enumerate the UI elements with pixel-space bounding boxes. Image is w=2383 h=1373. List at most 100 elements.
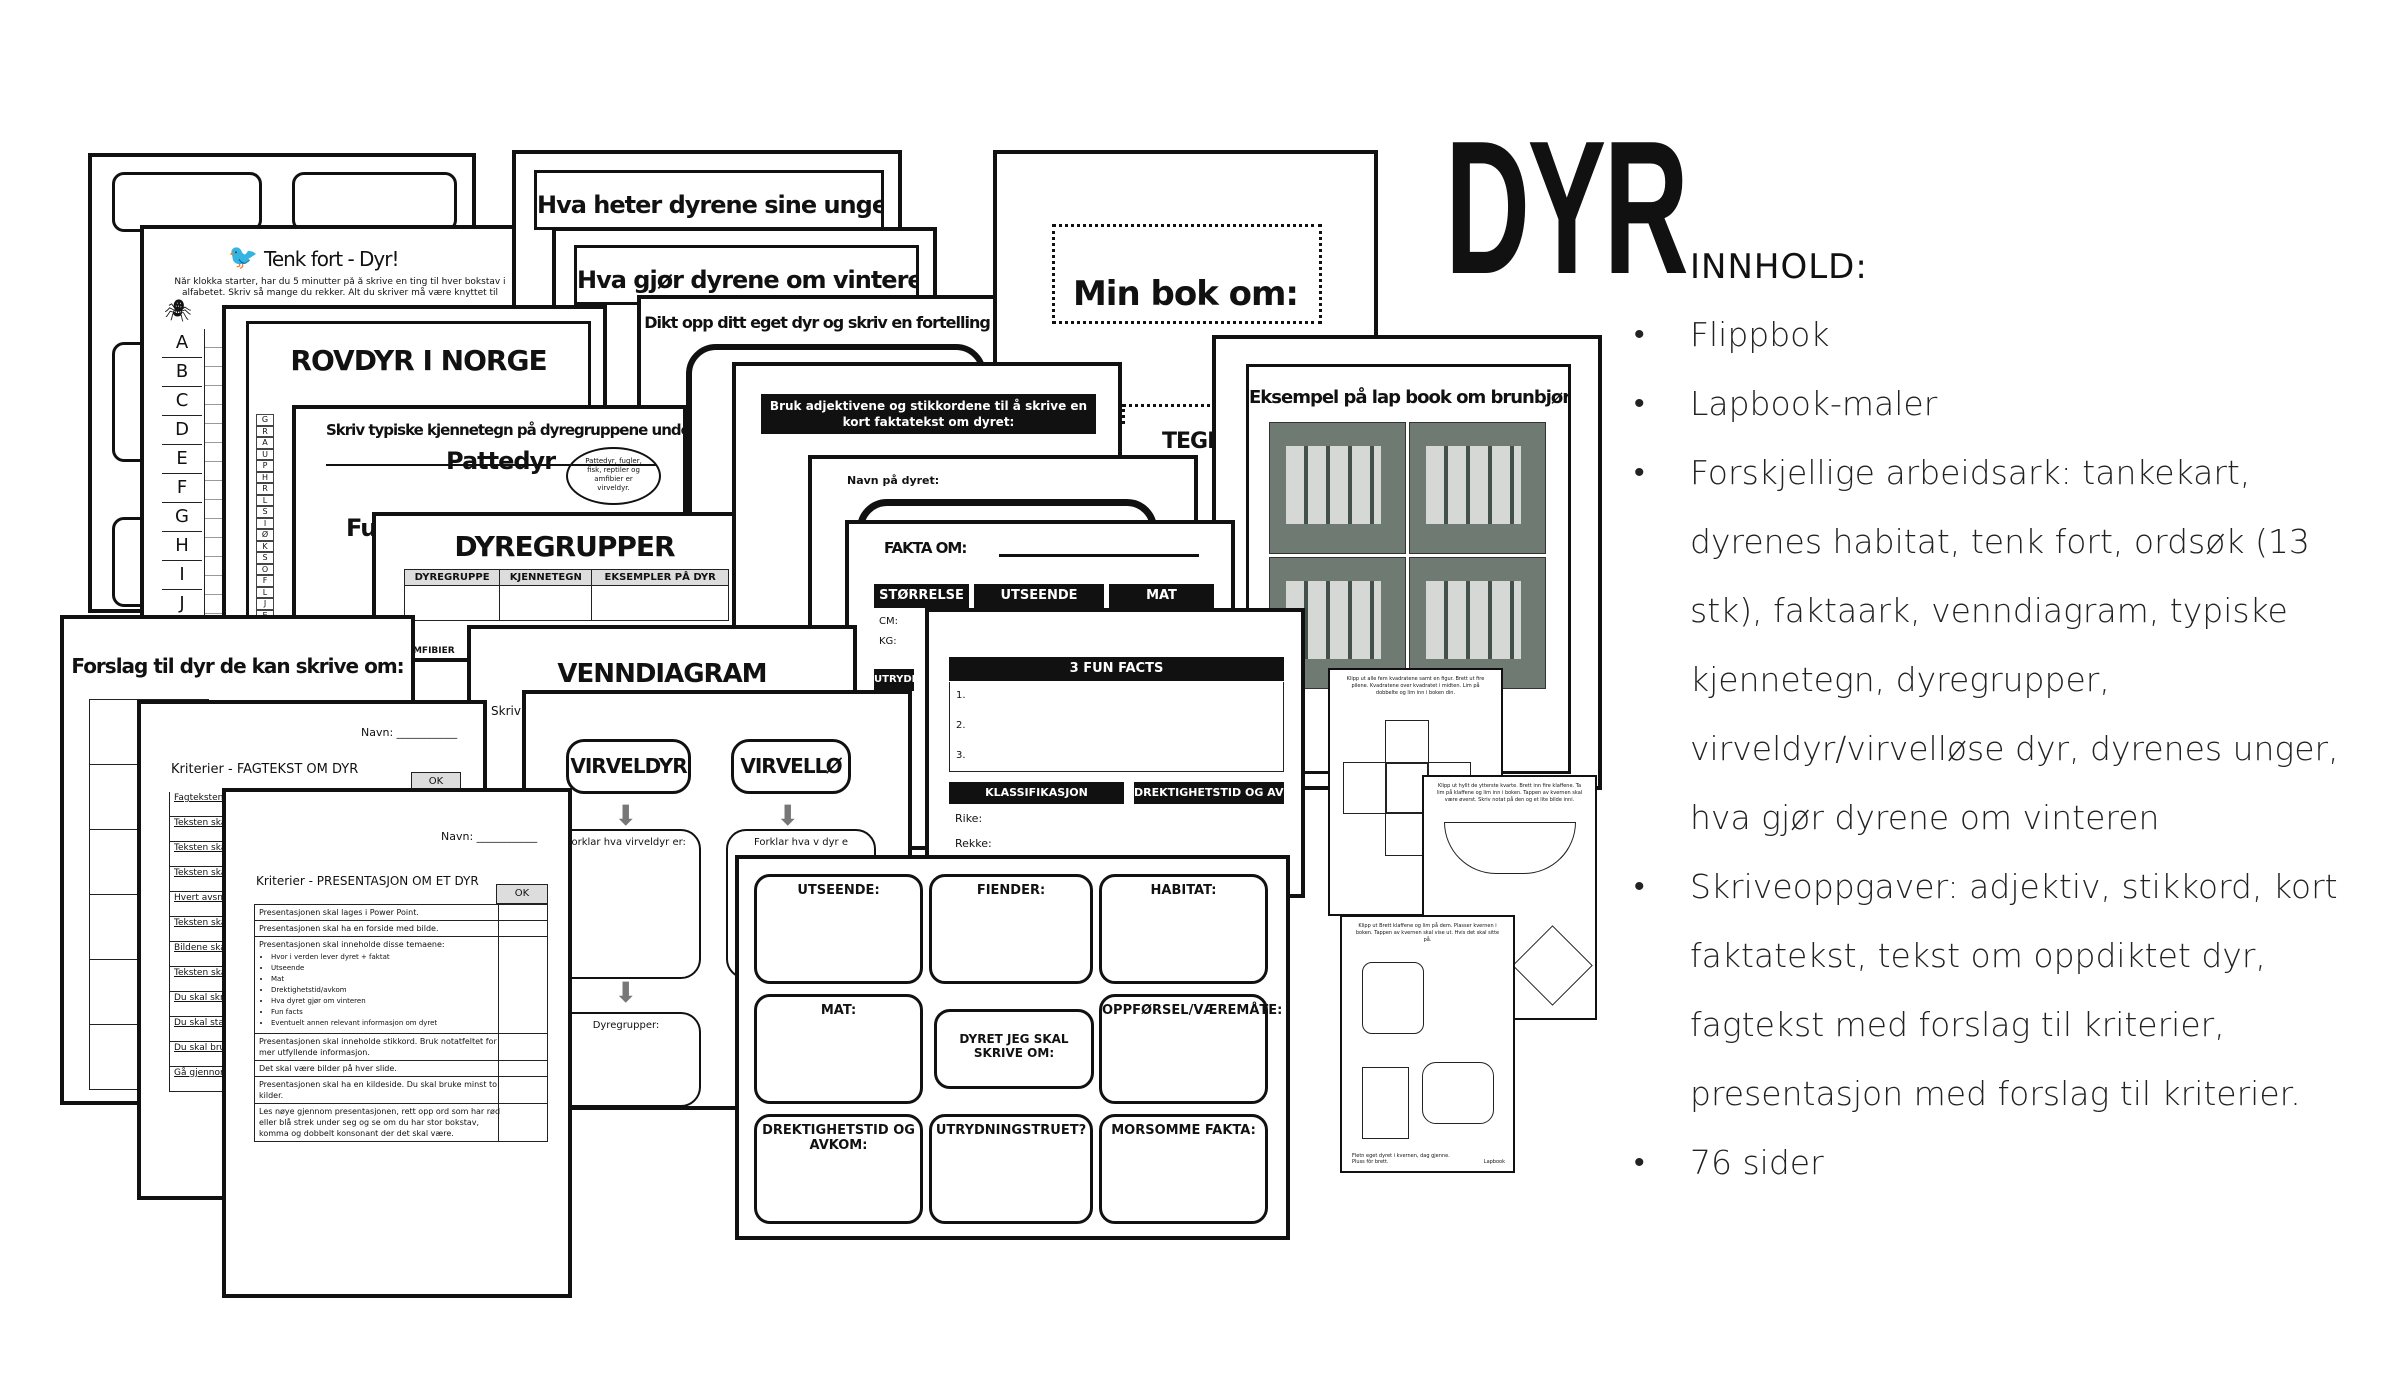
mindmap-box: OPPFØRSEL/VÆREMÅTE: xyxy=(1099,994,1282,1104)
alphabet-letter: C xyxy=(162,387,202,416)
sheet-title: Min bok om: xyxy=(1072,274,1299,314)
sheet-presentasjon: Navn: ___________ Kriterier - PRESENTASJ… xyxy=(222,788,572,1298)
bracket-line xyxy=(326,464,656,466)
criteria-list: Presentasjonen skal lages i Power Point.… xyxy=(254,904,548,1142)
mindmap-box: MORSOMME FAKTA: xyxy=(1099,1114,1268,1224)
criteria-row: Les nøye gjennom presentasjonen, rett op… xyxy=(255,1104,547,1142)
fact-number: 2. xyxy=(956,720,966,731)
ok-header: OK xyxy=(496,884,548,904)
sheet-title: Hva gjør dyrene om vinteren? xyxy=(577,266,919,294)
mindmap-box: UTSEENDE: xyxy=(754,874,923,984)
name-field: Navn: ___________ xyxy=(441,830,538,843)
template-footer: Fletn eget dyret i kvernen, dag gjenne. … xyxy=(1352,1153,1450,1165)
sheet-title: DYREGRUPPER xyxy=(454,530,675,563)
grid-letter: I xyxy=(256,517,274,529)
topic-item: Mat xyxy=(271,974,507,985)
grid-letter: H xyxy=(256,471,274,483)
sheet-title: 3 FUN FACTS xyxy=(949,657,1284,681)
arrow-down-icon: ⬇ xyxy=(614,976,638,1009)
list-item: Forskjellige arbeidsark: tankekart, dyre… xyxy=(1630,438,2370,852)
lapbook-photo xyxy=(1409,422,1546,554)
box-prompt: Forklar hva virveldyr er: xyxy=(566,837,686,848)
contents-list: Flippbok Lapbook-maler Forskjellige arbe… xyxy=(1630,300,2370,1197)
sheet-title: Bruk adjektivene og stikkordene til å sk… xyxy=(761,394,1096,434)
mindmap-box: MAT: xyxy=(754,994,923,1104)
flap xyxy=(292,172,457,232)
topic-item: Hvor i verden lever dyret + faktat xyxy=(271,952,507,963)
title-rule xyxy=(999,554,1199,557)
sheet-title: FAKTA OM: xyxy=(884,539,967,557)
instruction-text: Skriv xyxy=(491,704,521,718)
column-header: KJENNETEGN xyxy=(499,569,593,586)
group-label: Pattedyr xyxy=(446,447,556,475)
sheet-title: Dikt opp ditt eget dyr og skriv en forte… xyxy=(644,313,991,332)
column-header: STØRRELSE xyxy=(874,584,969,608)
grid-letter: F xyxy=(256,575,274,587)
alphabet-letter: E xyxy=(162,445,202,474)
word-search-column: GRAUPHRLSIØKSOFLJERBLY xyxy=(256,414,274,631)
flap xyxy=(112,172,262,232)
mindmap-box: DREKTIGHETSTID OG AVKOM: xyxy=(754,1114,923,1224)
grid-letter: S xyxy=(256,506,274,518)
sheet-title: Forslag til dyr de kan skrive om: xyxy=(71,654,404,678)
alphabet-letter: D xyxy=(162,416,202,445)
column-header: MAT xyxy=(1109,584,1214,608)
ok-cell xyxy=(498,1104,547,1141)
ok-cell xyxy=(498,921,547,936)
grid-letter: U xyxy=(256,448,274,460)
dotted-frame xyxy=(1052,224,1322,324)
criteria-row: Presentasjonen skal ha en kildeside. Du … xyxy=(255,1077,547,1104)
fact-number: 1. xyxy=(956,690,966,701)
grid-letter: A xyxy=(256,437,274,449)
row-label: Rike: xyxy=(955,812,983,825)
criteria-text: Presentasjonen skal inneholde stikkord. … xyxy=(259,1037,497,1057)
alphabet-letter: I xyxy=(162,561,202,590)
fact-number: 3. xyxy=(956,750,966,761)
criteria-row: Presentasjonen skal inneholde stikkord. … xyxy=(255,1034,547,1061)
topic-item: Fun facts xyxy=(271,1007,507,1018)
contents-heading: INNHOLD: xyxy=(1690,247,1868,287)
mindmap-box: FIENDER: xyxy=(929,874,1093,984)
criteria-row: Det skal være bilder på hver slide. xyxy=(255,1061,547,1077)
box-prompt: Dyregrupper: xyxy=(592,1020,660,1031)
fold-square xyxy=(1343,762,1387,814)
template-instructions: Klipp ut Brett klaffene og lim på dem. P… xyxy=(1355,923,1500,943)
box-prompt: Forklar hva v dyr e xyxy=(754,837,848,848)
spider-icon: 🕷 xyxy=(164,299,192,324)
page-title: DYR xyxy=(1445,102,1689,314)
mindmap-box: UTRYDNINGSTRUET? xyxy=(929,1114,1093,1224)
brand-label: Lapbook xyxy=(1483,1159,1505,1165)
topic-item: Hva dyret gjør om vinteren xyxy=(271,996,507,1007)
pocket-shape xyxy=(1362,1067,1409,1139)
column-header: UTSEENDE xyxy=(974,584,1104,608)
row-label: AMFIBIER xyxy=(406,646,455,656)
alphabet-letter: F xyxy=(162,474,202,503)
template-instructions: Klipp ut alle fem kvadratene samt en fig… xyxy=(1346,676,1485,696)
list-item: 76 sider xyxy=(1630,1128,2370,1197)
criteria-text: Presentasjonen skal inneholde disse tema… xyxy=(259,940,445,949)
criteria-text: Presentasjonen skal ha en kildeside. Du … xyxy=(259,1080,498,1100)
grid-letter: P xyxy=(256,460,274,472)
table-header: DYREGRUPPE KJENNETEGN EKSEMPLER PÅ DYR xyxy=(403,569,729,586)
grid-letter: O xyxy=(256,563,274,575)
ok-cell xyxy=(498,905,547,920)
template-instructions: Klipp ut hyllt de ytterste kvarte. Brett… xyxy=(1436,783,1583,803)
column-header: DYREGRUPPE xyxy=(403,569,501,586)
mindmap-box: HABITAT: xyxy=(1099,874,1268,984)
grid-letter: J xyxy=(256,598,274,610)
sheet-lapbook: Eksempel på lap book om brunbjørn xyxy=(1212,335,1602,790)
criteria-text: Presentasjonen skal lages i Power Point. xyxy=(259,908,419,917)
sheet-title: VENNDIAGRAM xyxy=(557,659,767,689)
sheet-fun-facts: 3 FUN FACTS 1. 2. 3. KLASSIFIKASJON DREK… xyxy=(925,608,1305,898)
sheet-title: Kriterier - PRESENTASJON OM ET DYR xyxy=(256,874,479,888)
sheet-title: Tenk fort - Dyr! xyxy=(264,247,399,271)
list-item: Skriveoppgaver: adjektiv, stikkord, kort… xyxy=(1630,852,2370,1128)
row-label: KG: xyxy=(879,636,897,647)
alphabet-letter: B xyxy=(162,358,202,387)
sheet-mal-c: Klipp ut Brett klaffene og lim på dem. P… xyxy=(1340,915,1515,1173)
grid-letter: Ø xyxy=(256,529,274,541)
grid-letter: K xyxy=(256,540,274,552)
grid-letter: R xyxy=(256,483,274,495)
sheet-title: Kriterier - FAGTEKST OM DYR xyxy=(171,762,359,777)
